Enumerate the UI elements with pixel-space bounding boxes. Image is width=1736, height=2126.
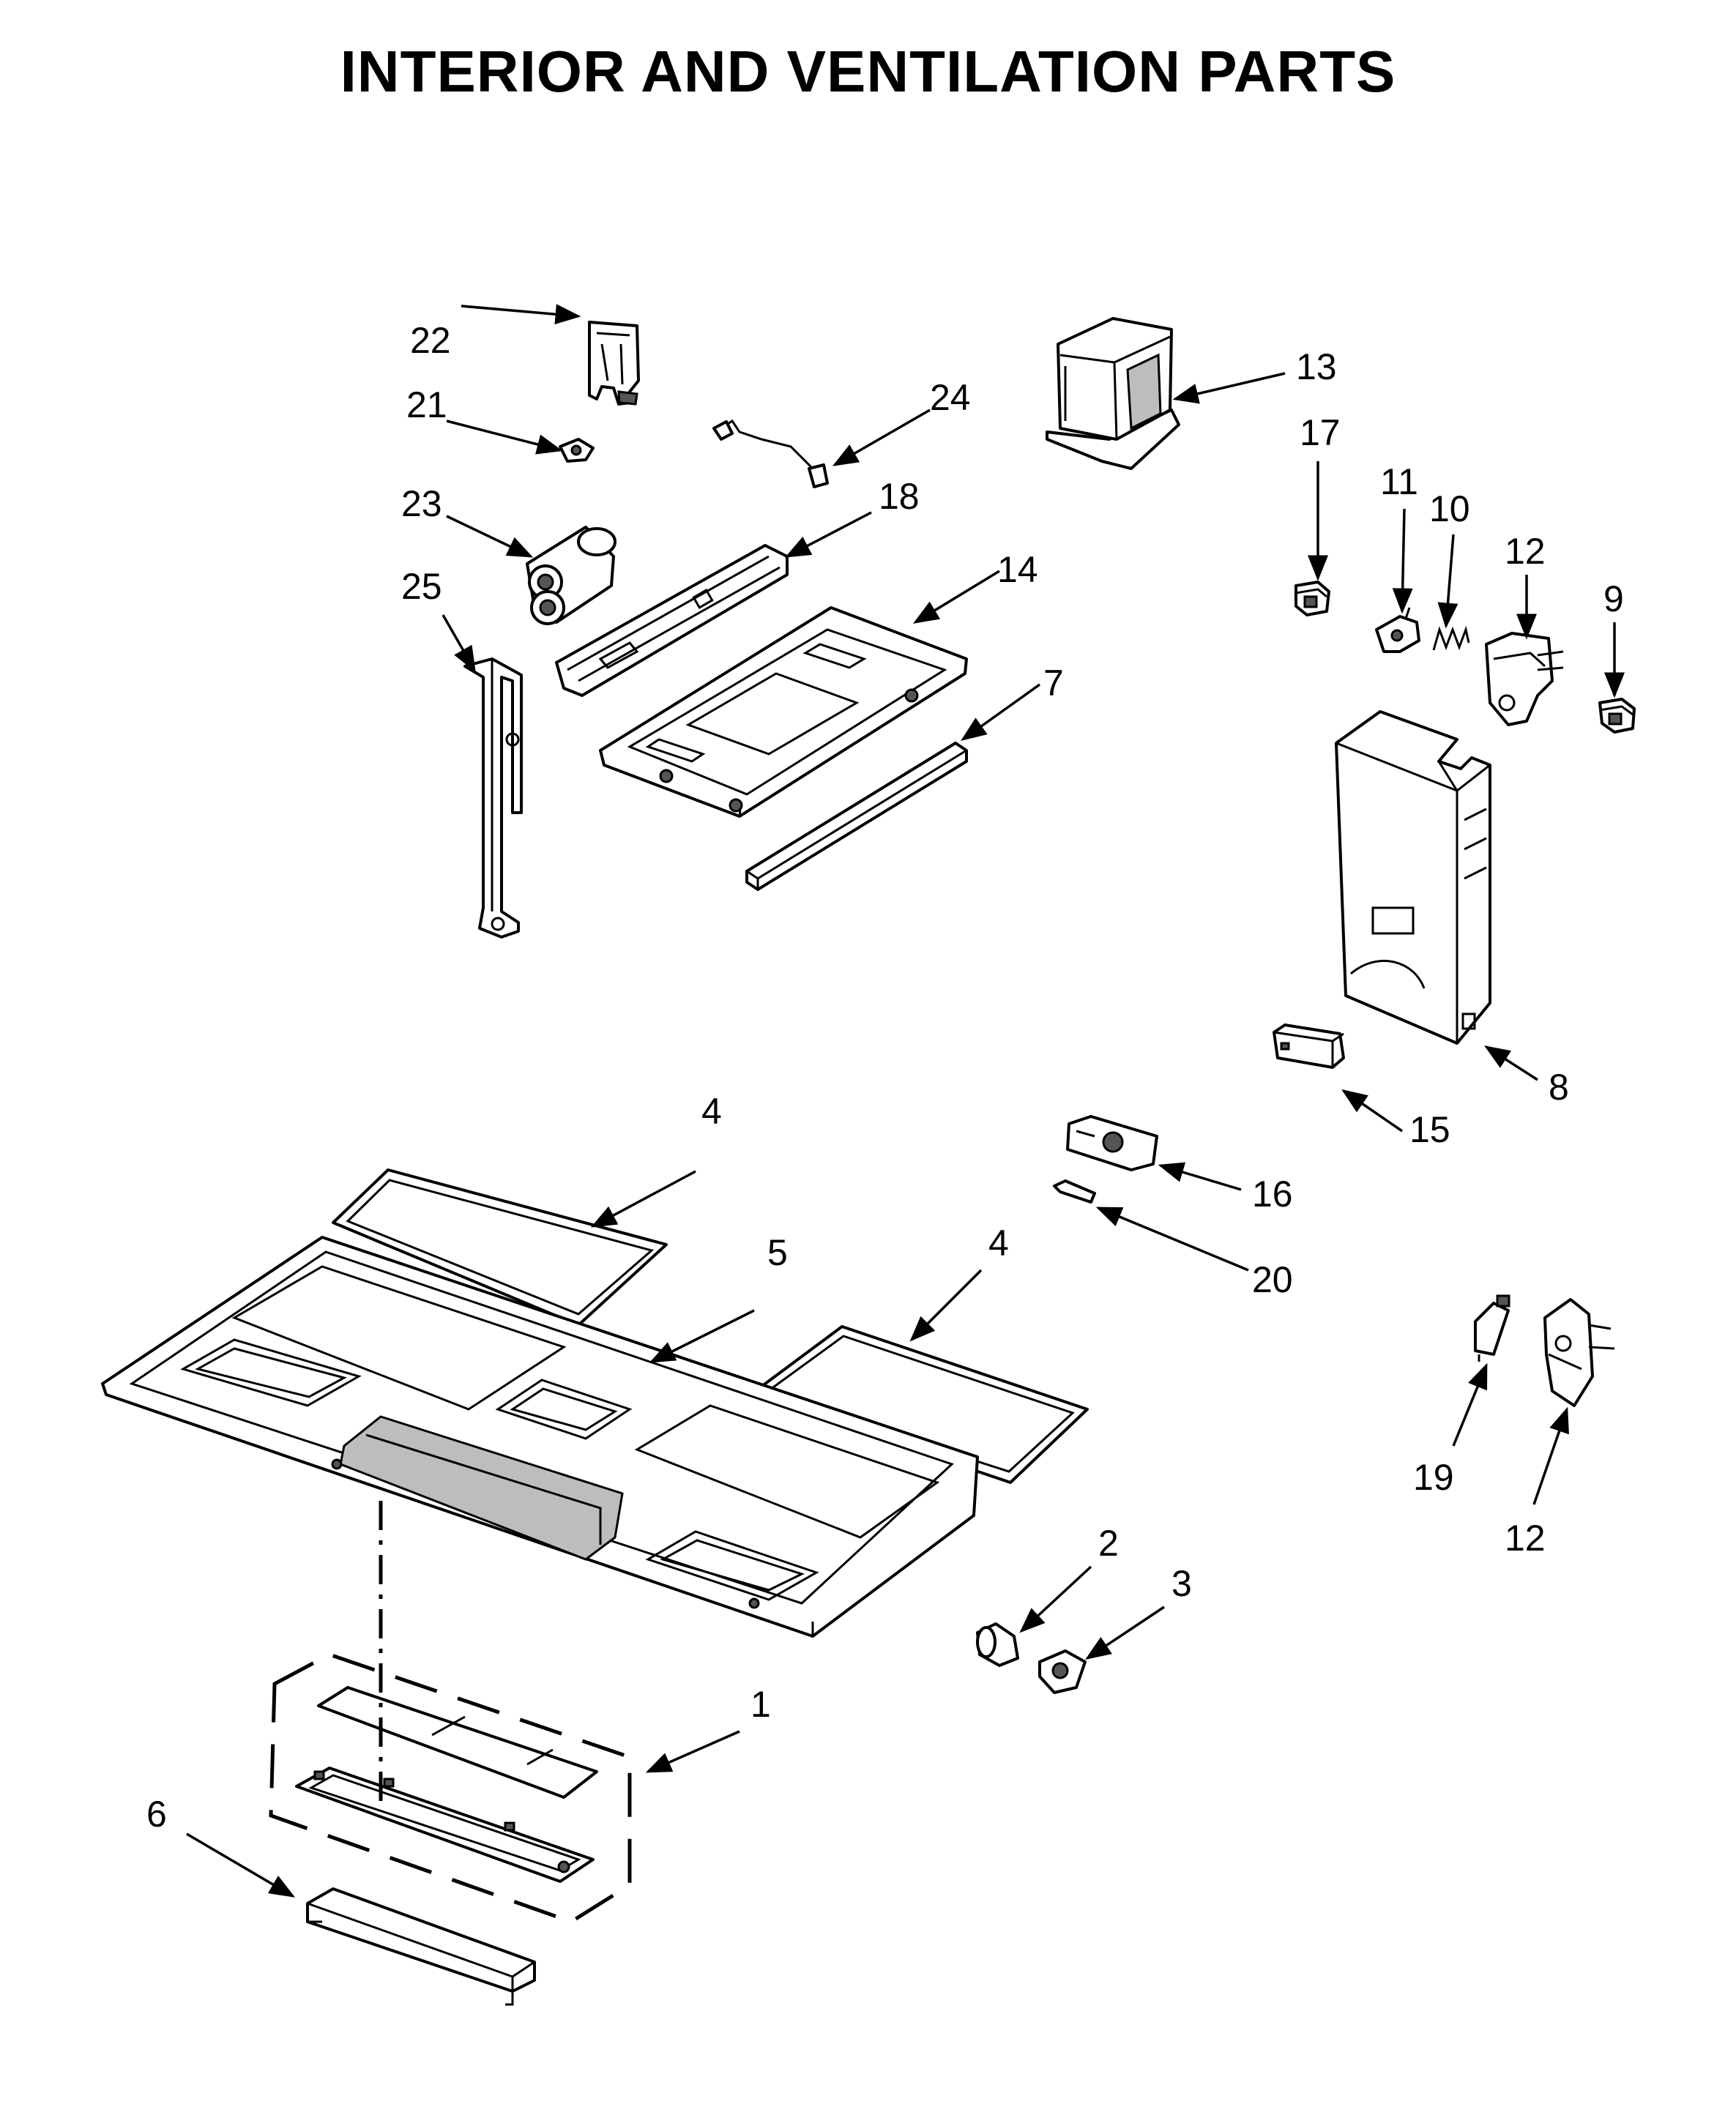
callout-17: 17 (1300, 412, 1341, 453)
callout-4-left: 4 (701, 1091, 722, 1132)
leader-lines (186, 304, 1625, 1898)
part-9-switch (1598, 698, 1636, 734)
part-1-vent-grille-assembly (269, 1652, 632, 1924)
part-12-door-switch-holder-lower (1543, 1298, 1615, 1407)
callout-21: 21 (406, 384, 447, 425)
callout-6: 6 (146, 1794, 167, 1835)
part-7-strip (745, 742, 968, 891)
part-18-bracket (555, 544, 789, 697)
callout-labels: 22 21 23 25 24 18 14 7 13 17 11 10 12 9 … (146, 320, 1624, 1835)
callout-16: 16 (1252, 1174, 1293, 1215)
part-10-spring (1432, 625, 1470, 651)
part-15-filter-block (1273, 1023, 1345, 1069)
callout-25: 25 (401, 566, 442, 607)
part-5-vent-grille-plate (101, 1236, 979, 1638)
part-20-lamp (1053, 1179, 1096, 1204)
callout-10: 10 (1429, 488, 1470, 529)
callout-12-lower: 12 (1505, 1518, 1546, 1559)
part-23-capacitor (526, 526, 616, 625)
callout-18: 18 (879, 476, 920, 517)
part-17-switch (1294, 581, 1330, 616)
part-3-socket (1038, 1649, 1087, 1694)
part-12-door-switch-holder-upper (1485, 632, 1564, 726)
part-14-base-plate (599, 606, 968, 818)
part-25-support-bracket (463, 657, 523, 939)
callout-3: 3 (1171, 1563, 1192, 1604)
callout-23: 23 (401, 483, 442, 524)
callout-20: 20 (1252, 1259, 1293, 1300)
part-16-lamp-socket (1066, 1115, 1158, 1171)
callout-8: 8 (1549, 1067, 1569, 1108)
callout-13: 13 (1296, 346, 1337, 387)
part-22-switch-holder (588, 321, 640, 406)
callout-2: 2 (1098, 1523, 1119, 1564)
callout-4-right: 4 (988, 1223, 1009, 1264)
part-4-charcoal-filter-left (332, 1168, 668, 1327)
part-24-diode (712, 419, 829, 488)
callout-22: 22 (410, 320, 451, 361)
callout-24: 24 (930, 377, 971, 418)
callout-15: 15 (1409, 1109, 1450, 1150)
callout-19: 19 (1413, 1457, 1454, 1498)
callout-12-upper: 12 (1505, 531, 1546, 572)
callout-14: 14 (997, 549, 1038, 590)
part-6-damper (306, 1887, 536, 2006)
part-11-lever (1375, 607, 1420, 653)
callout-5: 5 (767, 1232, 788, 1273)
part-19-thermal-fuse (1474, 1294, 1510, 1362)
callout-1: 1 (750, 1684, 771, 1725)
part-13-transformer (1046, 317, 1180, 470)
part-8-air-duct (1335, 710, 1491, 1045)
page-title: INTERIOR AND VENTILATION PARTS (340, 39, 1396, 104)
callout-7: 7 (1043, 663, 1064, 704)
callout-9: 9 (1603, 578, 1624, 619)
part-21-clip (559, 438, 595, 463)
part-2-bulb (976, 1622, 1019, 1667)
callout-11: 11 (1380, 461, 1418, 502)
